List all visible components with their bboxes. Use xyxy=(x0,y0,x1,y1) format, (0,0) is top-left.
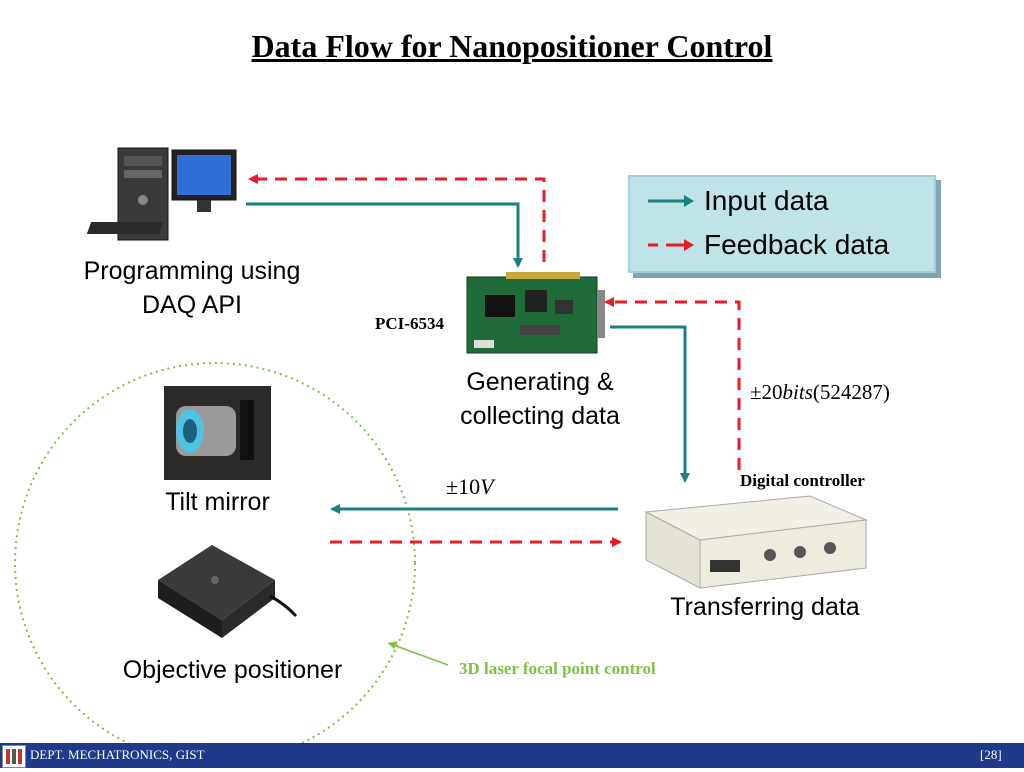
footer-bar xyxy=(0,743,1024,768)
computer-icon xyxy=(86,147,237,241)
controller-caption: Transferring data xyxy=(670,593,860,621)
legend-feedback-label: Feedback data xyxy=(704,229,890,260)
tilt-mirror-caption: Tilt mirror xyxy=(165,488,270,516)
controller-tag: Digital controller xyxy=(740,471,865,490)
daq-card-icon xyxy=(466,272,605,354)
bits-prefix: ±20 xyxy=(750,380,783,404)
feedback-line-icon xyxy=(648,239,694,251)
bits-suffix: (524287) xyxy=(812,380,890,404)
pc-caption: Programming using DAQ API xyxy=(42,254,342,322)
volt-prefix: ±10 xyxy=(446,474,481,499)
objective-positioner-photo xyxy=(158,545,298,638)
bits-italic: bits xyxy=(782,380,813,404)
feedback-arrow-controller-to-daq xyxy=(604,297,741,470)
voltage-annotation: ±10V xyxy=(446,474,494,500)
digital-controller-icon xyxy=(644,495,868,589)
pc-caption-line2: DAQ API xyxy=(141,291,243,319)
legend-item-feedback: Feedback data xyxy=(630,227,930,267)
pc-caption-line1: Programming using xyxy=(83,257,301,285)
legend-input-label: Input data xyxy=(704,185,829,216)
input-line-icon xyxy=(648,195,694,207)
slide-title: Data Flow for Nanopositioner Control xyxy=(251,28,773,64)
daq-tag: PCI-6534 xyxy=(375,314,444,333)
tilt-mirror-photo xyxy=(164,386,271,480)
footer-page-number: [28] xyxy=(980,747,1002,762)
feedback-arrow-daq-to-pc xyxy=(248,174,546,262)
loop-label: 3D laser focal point control xyxy=(459,659,656,678)
legend-box: Input data Feedback data xyxy=(628,175,936,273)
gist-logo-icon xyxy=(2,745,26,768)
daq-caption: Generating & collecting data xyxy=(420,365,660,433)
objective-caption: Objective positioner xyxy=(122,656,343,684)
bits-annotation: ±20bits(524287) xyxy=(750,380,890,405)
control-loop-circle xyxy=(14,362,416,764)
footer-department: DEPT. MECHATRONICS, GIST xyxy=(30,747,205,762)
input-arrow-pc-to-daq xyxy=(246,202,523,268)
daq-caption-line2: collecting data xyxy=(460,402,620,430)
daq-caption-line1: Generating & xyxy=(466,368,614,396)
volt-italic: V xyxy=(480,474,494,499)
input-arrow-daq-to-controller xyxy=(610,325,690,483)
legend-item-input: Input data xyxy=(630,183,930,223)
